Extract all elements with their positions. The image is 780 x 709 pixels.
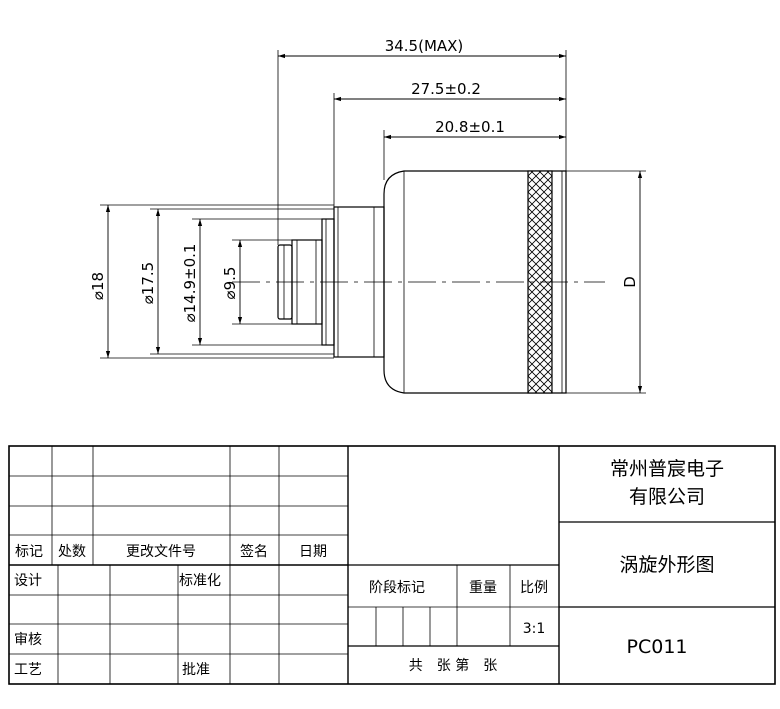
col-date-label: 日期	[299, 544, 327, 560]
dim-dia-outer-label: ⌀18	[89, 272, 107, 300]
approve-label: 批准	[182, 662, 210, 678]
extension-lines	[100, 50, 646, 394]
drawing-number: PC011	[627, 636, 688, 658]
process-label: 工艺	[14, 662, 42, 678]
sheets-label: 共 张 第 张	[409, 657, 497, 674]
stage-mark-label: 阶段标记	[369, 580, 425, 596]
dim-dia-2-label: ⌀17.5	[139, 262, 157, 304]
company-name-line2: 有限公司	[629, 486, 705, 508]
dimension-labels: 34.5(MAX) 27.5±0.2 20.8±0.1 ⌀18 ⌀17.5 ⌀1…	[89, 37, 639, 322]
dim-length-3-label: 20.8±0.1	[435, 118, 505, 136]
design-label: 设计	[14, 573, 42, 589]
standardize-label: 标准化	[179, 573, 221, 589]
col-sign-label: 签名	[240, 543, 268, 560]
title-block-text: 标记 处数 更改文件号 签名 日期 设计 标准化 审核 工艺 批准 阶段标记 重…	[14, 458, 724, 678]
dim-d-label: D	[621, 276, 639, 288]
drawing-title: 涡旋外形图	[619, 554, 714, 576]
col-place-label: 处数	[58, 544, 86, 560]
dim-overall-label: 34.5(MAX)	[385, 37, 464, 55]
scale-value: 3:1	[523, 621, 546, 637]
weight-label: 重量	[469, 580, 497, 596]
dim-dia-3-label: ⌀14.9±0.1	[181, 244, 199, 323]
col-doc-label: 更改文件号	[126, 544, 196, 560]
dimension-lines	[105, 53, 643, 393]
review-label: 审核	[14, 632, 42, 648]
title-block	[8, 445, 776, 685]
dim-length-2-label: 27.5±0.2	[411, 80, 481, 98]
scale-label: 比例	[520, 580, 548, 596]
col-mark-label: 标记	[15, 544, 43, 560]
company-name-line1: 常州普宸电子	[610, 458, 724, 480]
dim-dia-4-label: ⌀9.5	[221, 267, 239, 300]
